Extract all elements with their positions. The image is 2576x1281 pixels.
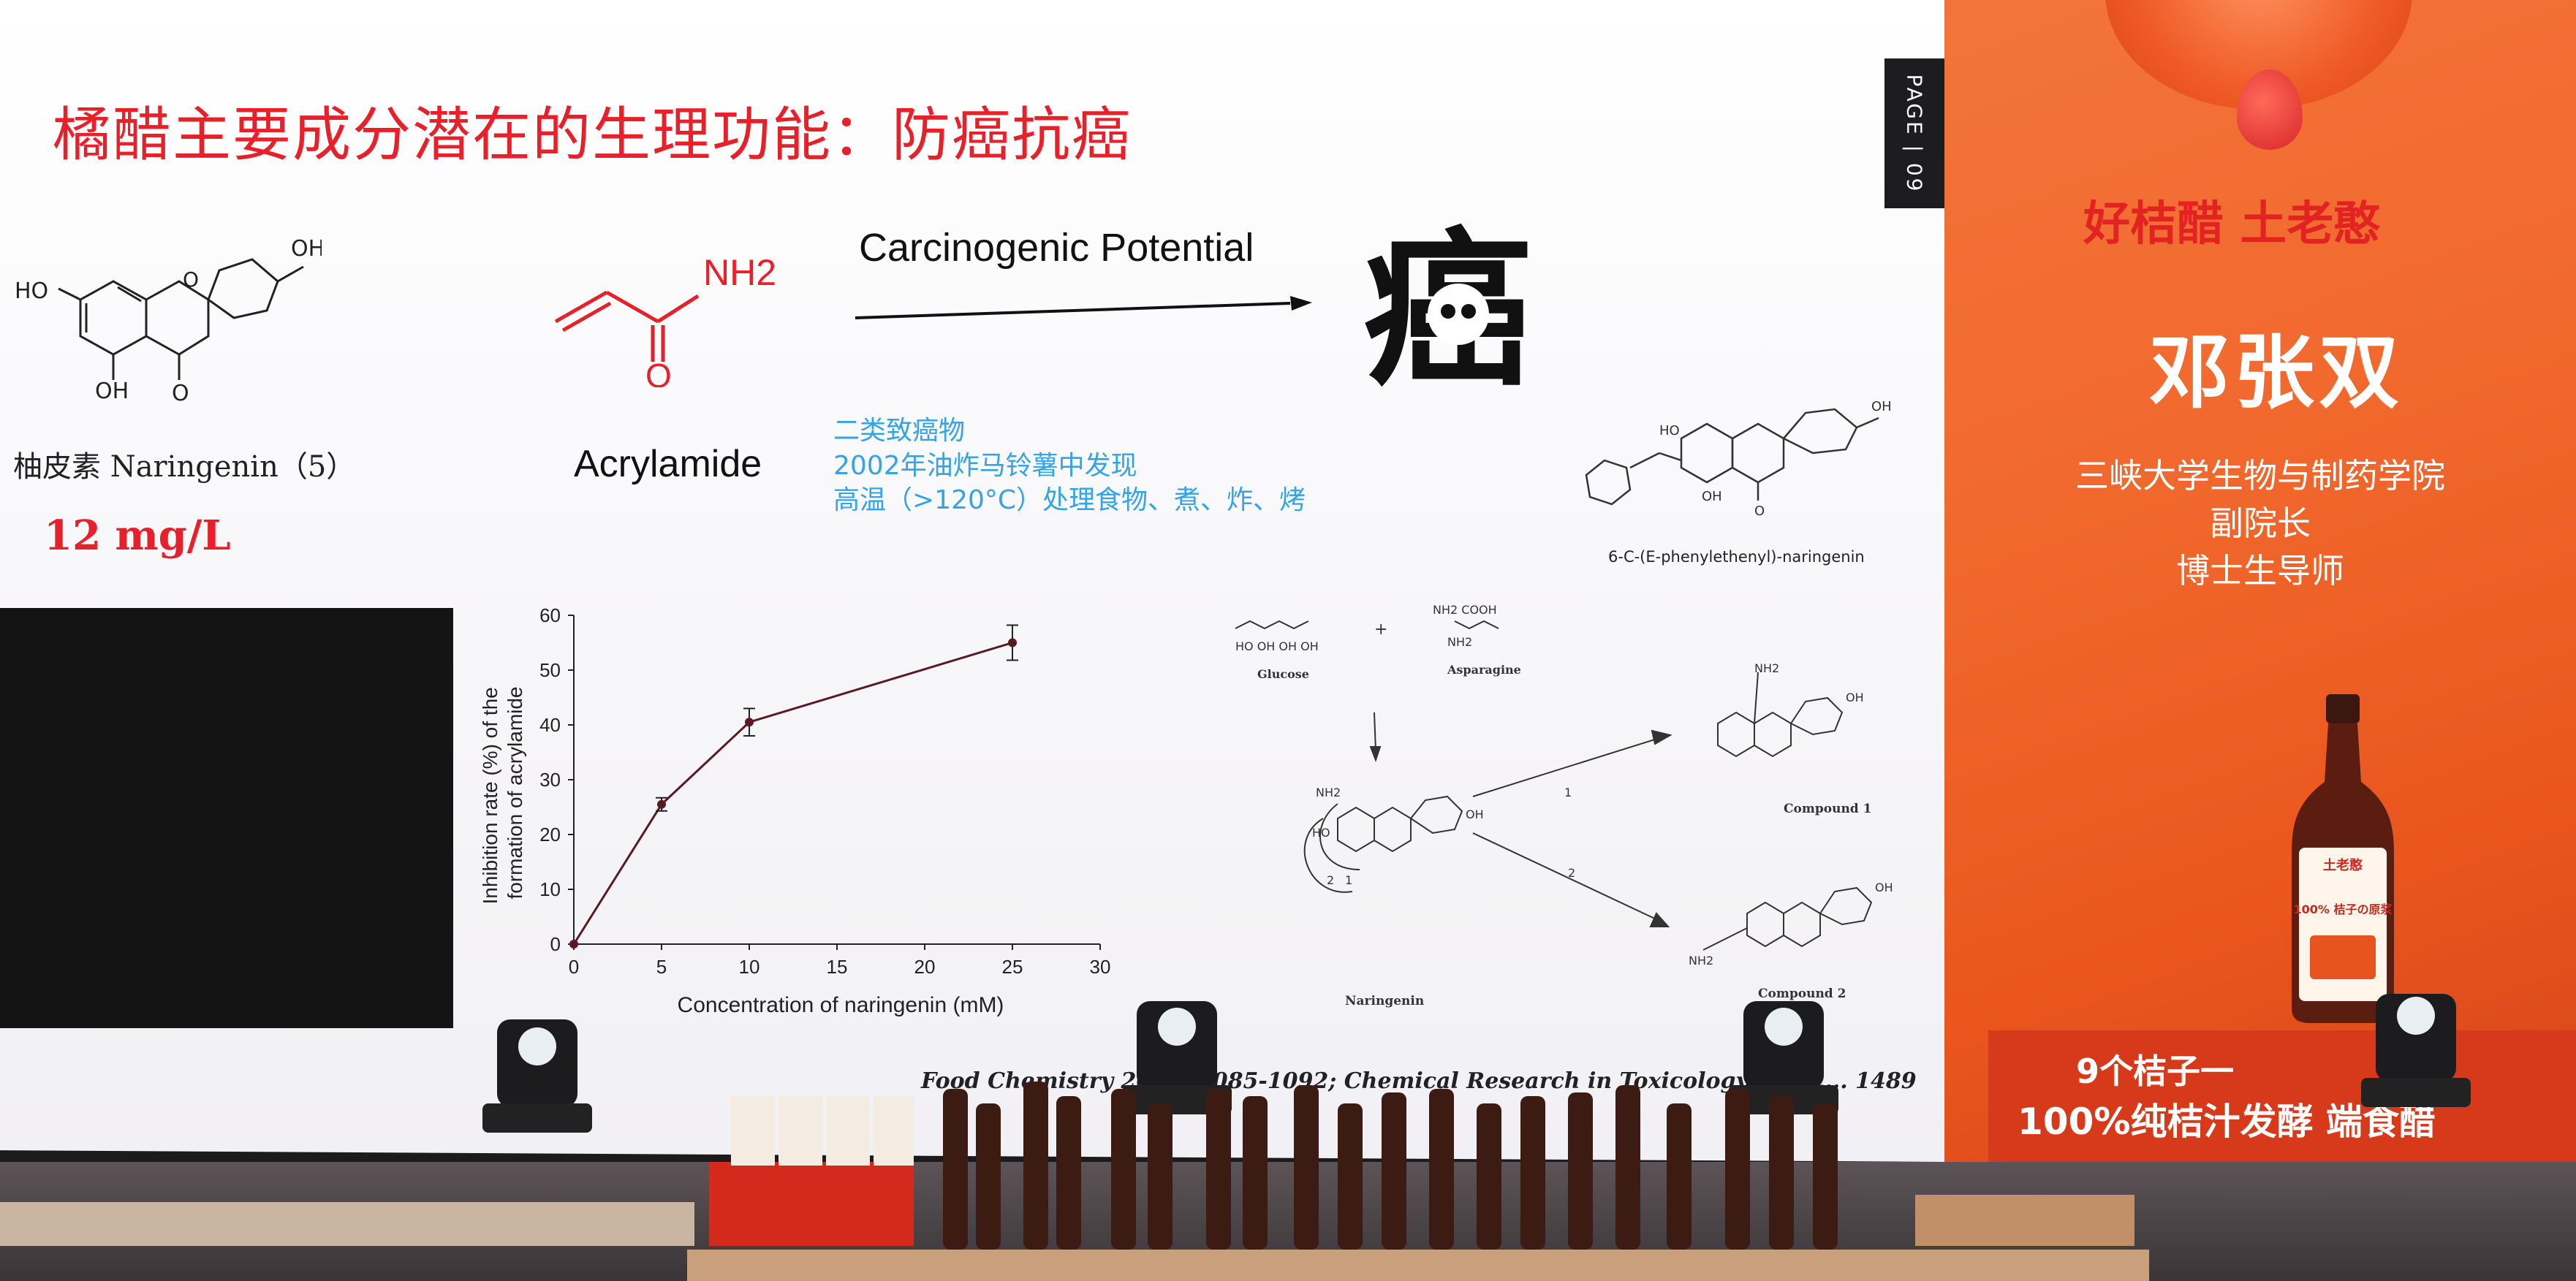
stage-light-icon: [2361, 994, 2471, 1107]
svg-text:+: +: [1374, 620, 1387, 639]
glucose-label: Glucose: [1257, 667, 1309, 681]
slide-title: 橘醋主要成分潜在的生理功能：防癌抗癌: [53, 101, 1132, 169]
svg-text:2: 2: [1327, 873, 1334, 887]
svg-text:O: O: [1754, 503, 1765, 519]
inhibition-rate-chart: 0 5 10 15 20 25 30 0 10 20 30 40 50 60 Concentration …: [479, 604, 1110, 1017]
chart-y-tick-label: 10: [539, 878, 561, 900]
chart-y-tick-label: 20: [539, 824, 561, 845]
chart-y-tick-label: 0: [550, 933, 561, 955]
chart-x-tick-label: 5: [656, 956, 667, 978]
chart-x-tick-label: 25: [1002, 956, 1023, 978]
svg-text:OH: OH: [1846, 691, 1864, 704]
chart-y-tick-label: 40: [539, 714, 561, 736]
compound-2-label: Compound 2: [1758, 987, 1846, 1001]
svg-text:O: O: [183, 267, 199, 292]
carcinogenic-potential-label: Carcinogenic Potential: [859, 226, 1254, 270]
speaker-organization: 三峡大学生物与制药学院: [2075, 456, 2445, 495]
svg-text:NH2: NH2: [1447, 635, 1472, 649]
cancer-skull-icon: 癌: [1363, 219, 1531, 395]
banner-line-2: 100%纯桔汁发酵 端食醋: [2018, 1101, 2436, 1143]
svg-text:HO OH OH OH: HO OH OH OH: [1235, 639, 1319, 653]
chart-y-axis-label: Inhibition rate (%) of the formation of …: [479, 681, 526, 904]
naringenin-concentration: 12 mg/L: [44, 512, 231, 560]
reaction-arrow-icon: [855, 296, 1312, 319]
chart-x-tick-label: 15: [827, 956, 848, 978]
stilbene-naringenin-structure: HO OH O OH: [1585, 399, 1892, 519]
svg-text:HO: HO: [15, 278, 48, 304]
svg-text:OH: OH: [1871, 399, 1892, 414]
svg-text:OH: OH: [1702, 489, 1722, 504]
stage-light-icon: [482, 1019, 592, 1133]
maillard-reaction-scheme: HO OH OH OH Glucose + NH2 COOH NH2 Aspar…: [1235, 603, 1893, 1008]
svg-text:O: O: [645, 357, 672, 387]
note-high-temp: 高温（>120°C）处理食物、煮、炸、烤: [833, 485, 1306, 515]
chart-series: [569, 624, 1018, 949]
svg-text:OH: OH: [95, 379, 129, 402]
stage-skirt: [687, 1250, 2149, 1281]
speaker-role: 博士生导师: [2176, 551, 2344, 590]
svg-text:OH: OH: [291, 236, 322, 262]
chart-point: [657, 799, 666, 809]
chart-y-tick-label: 60: [539, 604, 561, 626]
brand-slogan: 好桔醋 土老憨: [2083, 197, 2381, 251]
naringenin-structure: HO OH O O OH: [15, 236, 322, 402]
chart-point: [745, 718, 754, 727]
page-number-tab: PAGE | 09: [1884, 58, 1944, 208]
video-inset-panel: [0, 608, 453, 1028]
vinegar-bottle-image: 土老憨 100% 桔子の原浆: [2292, 694, 2394, 1023]
stage-props: [0, 994, 2471, 1250]
speaker-role: 副院长: [2210, 503, 2311, 543]
chart-x-tick-label: 20: [914, 956, 936, 978]
chart-axes: 0 5 10 15 20 25 30 0 10 20 30 40 50 60: [539, 604, 1110, 978]
chart-x-axis-label: Concentration of naringenin (mM): [678, 993, 1004, 1017]
svg-text:O: O: [172, 381, 189, 402]
bottle-product-label: 100% 桔子の原浆: [2293, 902, 2393, 916]
projection-screen: 橘醋主要成分潜在的生理功能：防癌抗癌 PAGE | 09 HO OH O O O…: [0, 0, 1944, 1162]
banner-line-1: 9个桔子一: [2076, 1052, 2235, 1091]
bottle-brand-label: 土老憨: [2323, 857, 2363, 873]
note-discovery: 2002年油炸马铃薯中发现: [833, 451, 1137, 481]
chart-x-tick-label: 0: [569, 956, 579, 978]
path-2-label: 2: [1568, 866, 1575, 880]
bottom-banner: [1988, 1030, 2576, 1162]
svg-text:OH: OH: [1875, 881, 1893, 894]
chart-x-tick-label: 10: [739, 956, 760, 978]
naringenin-reaction-label: Naringenin: [1345, 994, 1424, 1008]
chart-y-tick-label: 50: [539, 659, 561, 681]
svg-text:1: 1: [1345, 873, 1352, 887]
chart-point: [569, 940, 578, 949]
compound-1-label: Compound 1: [1784, 802, 1871, 816]
svg-text:HO: HO: [1659, 423, 1680, 438]
chart-x-tick-label: 30: [1090, 956, 1111, 978]
svg-text:HO: HO: [1312, 826, 1330, 840]
svg-text:NH2: NH2: [1316, 786, 1341, 799]
juice-droplet-icon: [2237, 69, 2303, 150]
acrylamide-label: Acrylamide: [574, 443, 762, 485]
naringenin-label: 柚皮素 Naringenin（5）: [13, 450, 356, 484]
acrylamide-structure: NH2 O: [554, 252, 776, 387]
snack-packs: [0, 1195, 2134, 1246]
svg-text:NH2 COOH: NH2 COOH: [1433, 603, 1497, 617]
svg-text:OH: OH: [1466, 807, 1484, 821]
svg-text:NH2: NH2: [1754, 661, 1779, 675]
svg-text:NH2: NH2: [1689, 954, 1713, 968]
note-carcinogen-class: 二类致癌物: [833, 416, 966, 446]
path-1-label: 1: [1564, 786, 1572, 799]
page-number-label: PAGE | 09: [1902, 73, 1927, 194]
vinegar-bottles: [943, 1082, 1838, 1250]
asparagine-label: Asparagine: [1447, 663, 1521, 677]
chart-series-line: [572, 642, 1013, 945]
stilbene-naringenin-label: 6-C-(E-phenylethenyl)-naringenin: [1608, 548, 1865, 566]
speaker-name: 邓张双: [2149, 326, 2403, 419]
chart-point: [1008, 638, 1017, 647]
product-boxes: [709, 1096, 914, 1246]
speaker-panel: 好桔醋 土老憨 邓张双 三峡大学生物与制药学院 副院长 博士生导师 土老憨 10…: [1944, 0, 2576, 1169]
chart-y-tick-label: 30: [539, 769, 561, 791]
nh2-label: NH2: [703, 252, 776, 293]
